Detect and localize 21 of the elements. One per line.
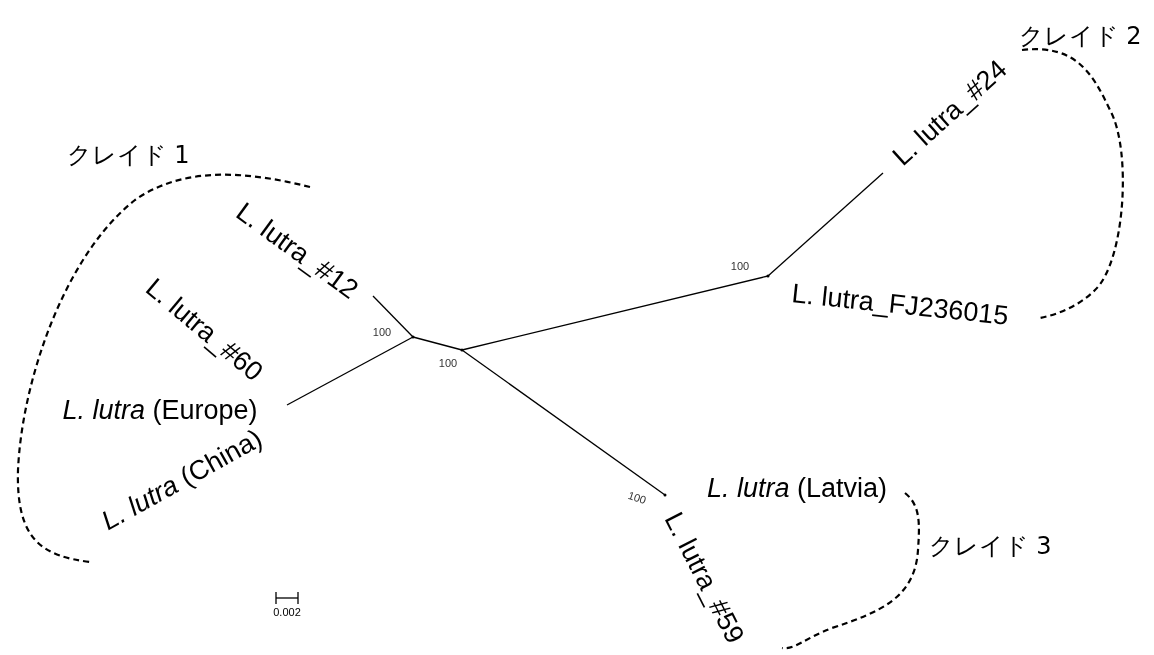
tree-branch [767, 172, 884, 277]
bootstrap-value: 100 [438, 357, 458, 369]
clade-label: クレイド 1 [66, 143, 190, 167]
taxon-label: L. lutra (Europe) [62, 396, 258, 424]
scale-value: 0.002 [273, 606, 301, 618]
tree-branch [372, 295, 414, 338]
clade-label: クレイド 3 [928, 534, 1052, 558]
bootstrap-value: 100 [626, 489, 648, 507]
bootstrap-value: 100 [730, 260, 750, 272]
taxon-label: L. lutra_FJ236015 [790, 280, 1010, 330]
branch-point [411, 335, 415, 339]
branch-point [663, 493, 667, 497]
taxon-label: L. lutra (Latvia) [706, 474, 888, 502]
bootstrap-value: 100 [372, 326, 392, 338]
tree-branch [461, 275, 769, 351]
tree-branch [286, 336, 414, 406]
tree-branch [412, 336, 463, 351]
clade-label: クレイド 2 [1018, 24, 1142, 48]
tree-branch [461, 349, 666, 496]
branch-point [460, 348, 464, 352]
branch-point [766, 274, 770, 278]
